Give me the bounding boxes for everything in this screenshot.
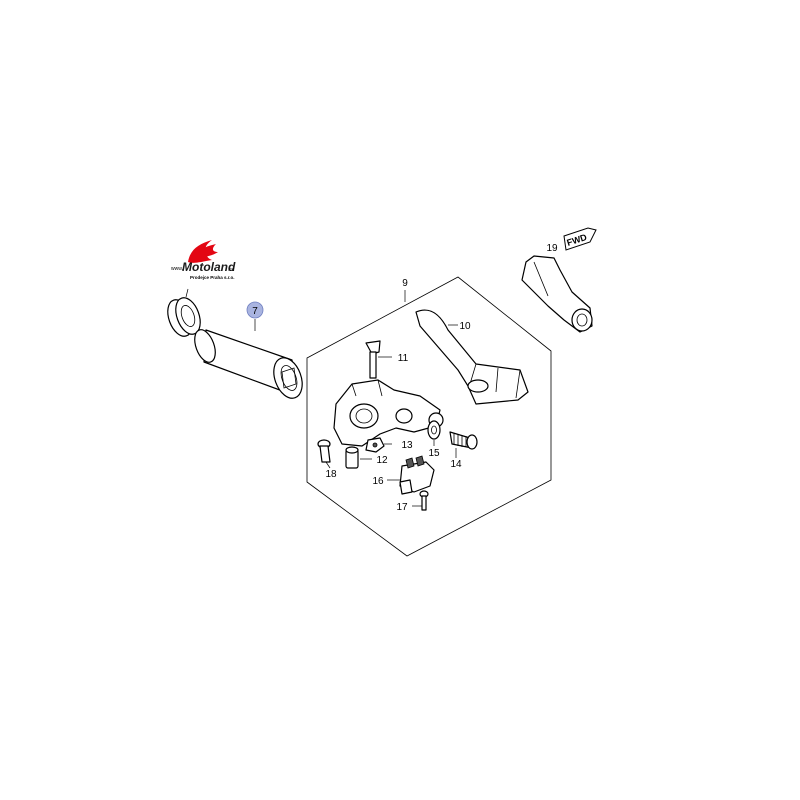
part-label-11: 11 <box>398 353 409 364</box>
nut-part-15 <box>427 420 441 446</box>
lever-guard-part-19 <box>521 255 593 333</box>
forward-arrow-icon: FWD <box>563 227 597 251</box>
part-label-15: 15 <box>428 448 440 459</box>
assembly-outline-part-9 <box>306 276 552 557</box>
end-collar <box>167 288 201 337</box>
logo-suffix: .cz <box>228 267 235 273</box>
part-label-14: 14 <box>450 459 462 470</box>
screw-part-17 <box>412 490 429 511</box>
part-labels: 7 9 10 11 12 13 14 15 16 17 18 19 <box>246 243 558 513</box>
lever-holder <box>333 379 444 447</box>
logo-tagline: Prodejce Praha s.r.o. <box>190 275 235 280</box>
part-label-9: 9 <box>402 278 408 289</box>
part-label-7[interactable]: 7 <box>246 301 264 319</box>
part-label-13: 13 <box>401 440 413 451</box>
part-label-18: 18 <box>325 469 337 480</box>
pivot-bolt-part-11 <box>365 340 392 379</box>
svg-text:7: 7 <box>252 306 258 317</box>
logo-prefix: www. <box>171 266 183 272</box>
lever-part-10 <box>415 309 529 405</box>
grip-part-7[interactable] <box>191 319 308 402</box>
part-label-17: 17 <box>396 502 408 513</box>
part-label-12: 12 <box>376 455 388 466</box>
bushing-part-12 <box>345 446 372 469</box>
logo-brand: Motoland <box>182 260 236 274</box>
screw-part-18 <box>317 439 331 469</box>
part-label-19: 19 <box>546 243 558 254</box>
part-label-16: 16 <box>372 476 384 487</box>
switch-part-16 <box>387 455 435 495</box>
adjuster-part-14 <box>449 431 478 458</box>
nut-part-13 <box>365 437 392 453</box>
part-label-10: 10 <box>459 321 471 332</box>
highlight-marker <box>246 301 264 319</box>
motoland-logo: www. Motoland .cz Prodejce Praha s.r.o. <box>171 240 236 280</box>
